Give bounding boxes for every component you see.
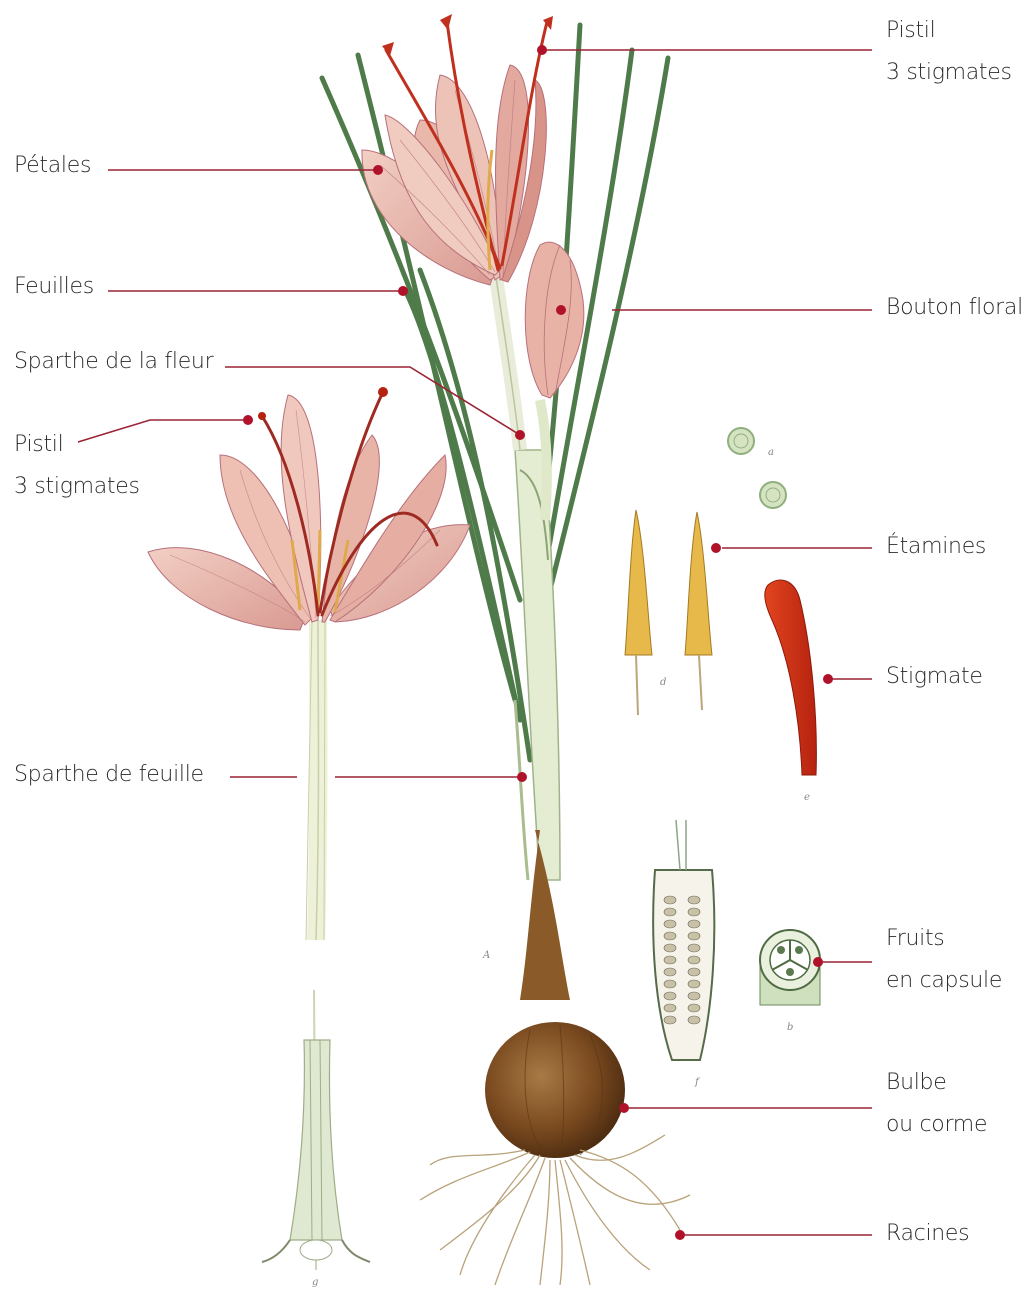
label-stigmate: Stigmate [886,656,983,698]
left-flower [148,387,470,940]
label-bulbe-line2: ou corme [886,1104,987,1146]
label-etamines: Étamines [886,526,986,568]
plate-letter-d: d [660,677,666,688]
label-racines: Racines [886,1213,969,1255]
label-pistil-left: Pistil 3 stigmates [14,424,140,508]
label-pistil-left-line1: Pistil [14,424,140,466]
plate-letter-b: b [787,1022,793,1033]
pollen-grains [728,428,786,508]
stigma-detail [765,580,817,775]
label-bulbe-line1: Bulbe [886,1062,987,1104]
label-bulbe: Bulbe ou corme [886,1062,987,1146]
ovary-section [653,820,714,1060]
leaf-sheath-detail [262,990,370,1270]
label-sparthe-feuille: Sparthe de feuille [14,754,204,796]
label-petales: Pétales [14,145,91,187]
plate-letter-f: f [694,1077,701,1088]
plate-letter-a: a [768,447,774,458]
capsule-section [760,930,820,1005]
plate-letter-e: e [804,792,810,803]
label-fruits: Fruits en capsule [886,918,1002,1002]
label-fruits-line1: Fruits [886,918,1002,960]
label-pistil-left-line2: 3 stigmates [14,466,140,508]
label-pistil-top-line2: 3 stigmates [886,52,1012,94]
label-bouton-floral: Bouton floral [886,287,1023,329]
label-feuilles: Feuilles [14,266,94,308]
plate-letter-A: A [482,950,490,961]
plate-letter-g: g [312,1277,318,1288]
label-fruits-line2: en capsule [886,960,1002,1002]
leaves [322,25,668,760]
label-pistil-top: Pistil 3 stigmates [886,10,1012,94]
label-pistil-top-line1: Pistil [886,10,1012,52]
label-sparthe-fleur: Sparthe de la fleur [14,341,213,383]
stamens [625,510,712,715]
